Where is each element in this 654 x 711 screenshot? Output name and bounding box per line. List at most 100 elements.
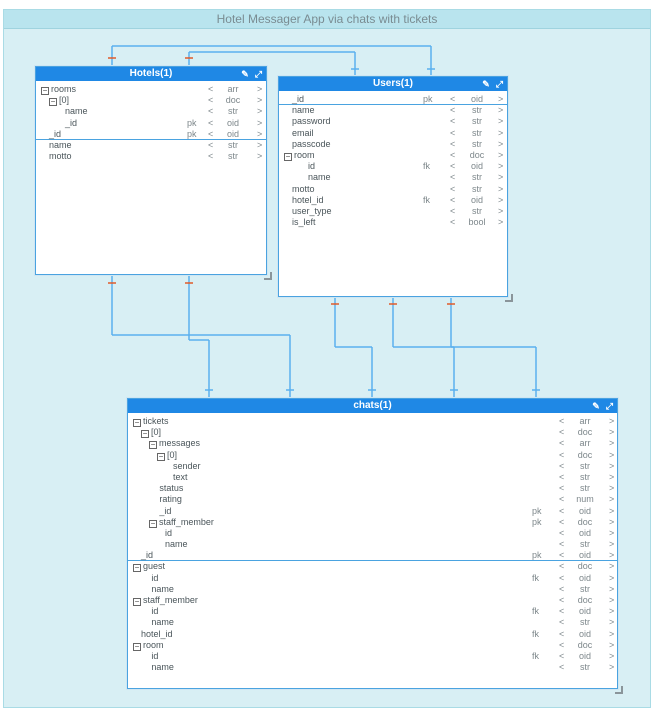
field-row[interactable]: −room<doc>: [128, 640, 617, 651]
expand-icon[interactable]: ⤢: [605, 401, 613, 411]
collapse-toggle-icon[interactable]: −: [133, 641, 141, 651]
field-row[interactable]: password<str>: [279, 116, 507, 127]
type-open-bracket: <: [208, 117, 214, 128]
type-close-bracket: >: [609, 639, 615, 650]
resize-handle[interactable]: [615, 686, 623, 694]
collapse-toggle-icon[interactable]: −: [149, 440, 157, 450]
type-open-bracket: <: [450, 183, 456, 194]
field-name-text: [0]: [167, 449, 178, 460]
resize-handle[interactable]: [505, 294, 513, 302]
field-row[interactable]: −[0]<doc>: [128, 427, 617, 439]
field-name: _id: [65, 118, 77, 129]
field-type: arr: [579, 438, 591, 449]
field-row[interactable]: name<str>: [128, 662, 617, 673]
field-name-text: email: [292, 127, 314, 138]
pencil-icon[interactable]: ✎: [241, 69, 249, 79]
field-row[interactable]: email<str>: [279, 128, 507, 139]
field-key: pk: [532, 516, 542, 527]
field-row[interactable]: name<str>: [36, 140, 266, 151]
type-open-bracket: <: [450, 205, 456, 216]
field-name: email: [292, 128, 314, 139]
field-row[interactable]: sender<str>: [128, 461, 617, 472]
field-name-text: motto: [49, 151, 72, 162]
field-name: −[0]: [141, 427, 161, 439]
field-row[interactable]: motto<str>: [279, 184, 507, 195]
field-row[interactable]: text<str>: [128, 472, 617, 483]
collapse-toggle-icon[interactable]: −: [133, 563, 141, 573]
field-row[interactable]: −rooms<arr>: [36, 84, 266, 95]
type-close-bracket: >: [498, 183, 504, 194]
field-row[interactable]: −[0]<doc>: [36, 95, 266, 107]
field-row[interactable]: name<str>: [128, 539, 617, 550]
field-name-text: _id: [65, 117, 78, 128]
collapse-toggle-icon[interactable]: −: [157, 451, 165, 461]
collapse-toggle-icon[interactable]: −: [149, 518, 157, 528]
field-row[interactable]: −staff_member<doc>: [128, 595, 617, 606]
field-name: id: [151, 573, 158, 584]
field-row[interactable]: name<str>: [128, 584, 617, 595]
field-row[interactable]: −tickets<arr>: [128, 416, 617, 427]
type-open-bracket: <: [450, 217, 456, 228]
hotels-entity[interactable]: Hotels(1) ✎ ⤢ −rooms<arr>−[0]<doc>name<s…: [35, 66, 272, 280]
collapse-toggle-icon[interactable]: −: [133, 418, 141, 427]
pencil-icon[interactable]: ✎: [592, 401, 600, 411]
resize-handle[interactable]: [264, 272, 272, 280]
field-type: str: [472, 116, 482, 127]
field-row[interactable]: name<str>: [128, 617, 617, 628]
relationship-lines: [108, 45, 540, 398]
collapse-toggle-icon[interactable]: −: [141, 429, 149, 439]
expand-icon[interactable]: ⤢: [495, 79, 503, 89]
type-close-bracket: >: [609, 494, 615, 505]
type-close-bracket: >: [609, 583, 615, 594]
field-row[interactable]: −[0]<doc>: [128, 450, 617, 461]
field-row[interactable]: −messages<arr>: [128, 438, 617, 450]
field-row[interactable]: rating<num>: [128, 494, 617, 505]
type-open-bracket: <: [450, 94, 456, 104]
type-close-bracket: >: [609, 427, 615, 438]
expand-icon[interactable]: ⤢: [254, 69, 262, 79]
field-row[interactable]: id<oid>: [128, 528, 617, 539]
field-key: fk: [532, 650, 540, 661]
field-row[interactable]: passcode<str>: [279, 139, 507, 150]
field-row[interactable]: name<str>: [279, 105, 507, 116]
field-row[interactable]: is_left<bool>: [279, 217, 507, 228]
collapse-toggle-icon[interactable]: −: [133, 597, 141, 606]
field-name-text: _id: [292, 94, 305, 104]
field-row[interactable]: user_type<str>: [279, 206, 507, 217]
field-name-text: _id: [49, 128, 62, 139]
pencil-icon[interactable]: ✎: [482, 79, 490, 89]
collapse-toggle-icon[interactable]: −: [284, 151, 292, 161]
chats-entity-header[interactable]: chats(1) ✎ ⤢: [128, 399, 617, 413]
collapse-toggle-icon[interactable]: −: [49, 97, 57, 107]
field-row[interactable]: name<str>: [279, 172, 507, 183]
field-type: oid: [578, 628, 591, 639]
field-row[interactable]: −room<doc>: [279, 150, 507, 161]
type-open-bracket: <: [450, 172, 456, 183]
field-row[interactable]: motto<str>: [36, 151, 266, 162]
field-name-text: _id: [159, 505, 172, 516]
field-name-text: status: [159, 483, 184, 494]
field-row[interactable]: name<str>: [36, 106, 266, 117]
users-entity-header[interactable]: Users(1) ✎ ⤢: [279, 77, 507, 91]
collapse-toggle-icon[interactable]: −: [41, 86, 49, 95]
chats-entity[interactable]: chats(1) ✎ ⤢ −tickets<arr>−[0]<doc>−mess…: [127, 398, 623, 694]
field-row[interactable]: −guest<doc>: [128, 561, 617, 573]
hotels-entity-header[interactable]: Hotels(1) ✎ ⤢: [36, 67, 266, 81]
field-row[interactable]: status<str>: [128, 483, 617, 494]
type-open-bracket: <: [559, 650, 565, 661]
field-type: oid: [470, 161, 483, 172]
field-name-text: name: [65, 106, 88, 117]
